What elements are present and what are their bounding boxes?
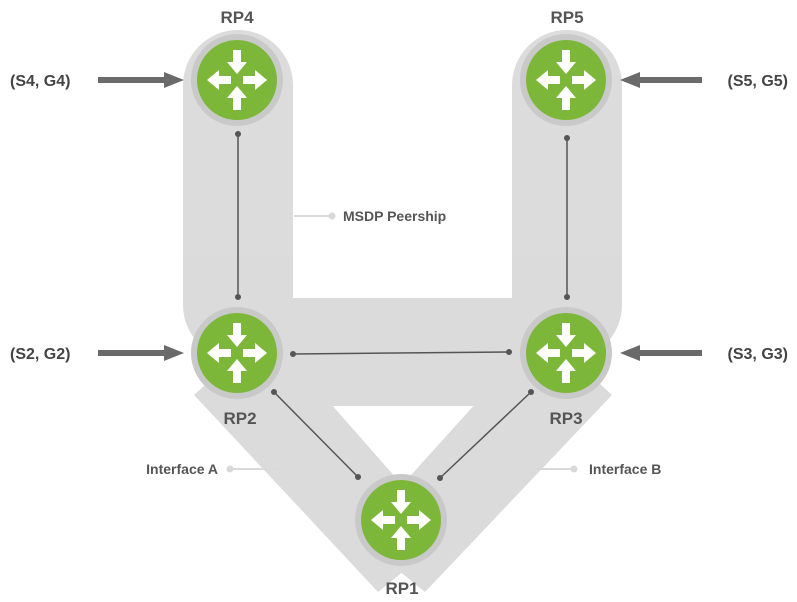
arrow-s3g3 [620, 345, 702, 361]
label-s4g4: (S4, G4) [10, 73, 70, 90]
arrow-s5g5 [620, 72, 702, 88]
link-rp2-rp3 [292, 351, 510, 355]
label-rp5: RP5 [550, 8, 583, 27]
router-arrows-icon [520, 34, 612, 126]
arrow-s4g4 [98, 72, 184, 88]
arrow-s2g2 [98, 345, 184, 361]
label-msdp-peership: MSDP Peership [343, 208, 446, 224]
router-rp3 [520, 307, 612, 399]
router-arrows-icon [520, 307, 612, 399]
label-rp1: RP1 [385, 579, 418, 598]
link-rp2-rp1 [273, 391, 359, 478]
source-arrows [98, 72, 702, 361]
router-rp5 [520, 34, 612, 126]
label-rp2: RP2 [223, 409, 256, 428]
links [235, 131, 570, 481]
label-interface-b: Interface B [589, 461, 661, 477]
router-rp1 [355, 474, 447, 566]
label-s3g3: (S3, G3) [728, 346, 788, 363]
annotation-leaders [226, 212, 578, 473]
label-rp4: RP4 [220, 8, 254, 27]
label-s5g5: (S5, G5) [728, 73, 788, 90]
router-arrows-icon [191, 307, 283, 399]
router-rp4 [191, 34, 283, 126]
router-arrows-icon [355, 474, 447, 566]
link-rp3-rp1 [439, 391, 532, 479]
label-interface-a: Interface A [146, 461, 218, 477]
router-arrows-icon [191, 34, 283, 126]
router-rp2 [191, 307, 283, 399]
label-rp3: RP3 [549, 409, 582, 428]
label-s2g2: (S2, G2) [10, 346, 70, 363]
